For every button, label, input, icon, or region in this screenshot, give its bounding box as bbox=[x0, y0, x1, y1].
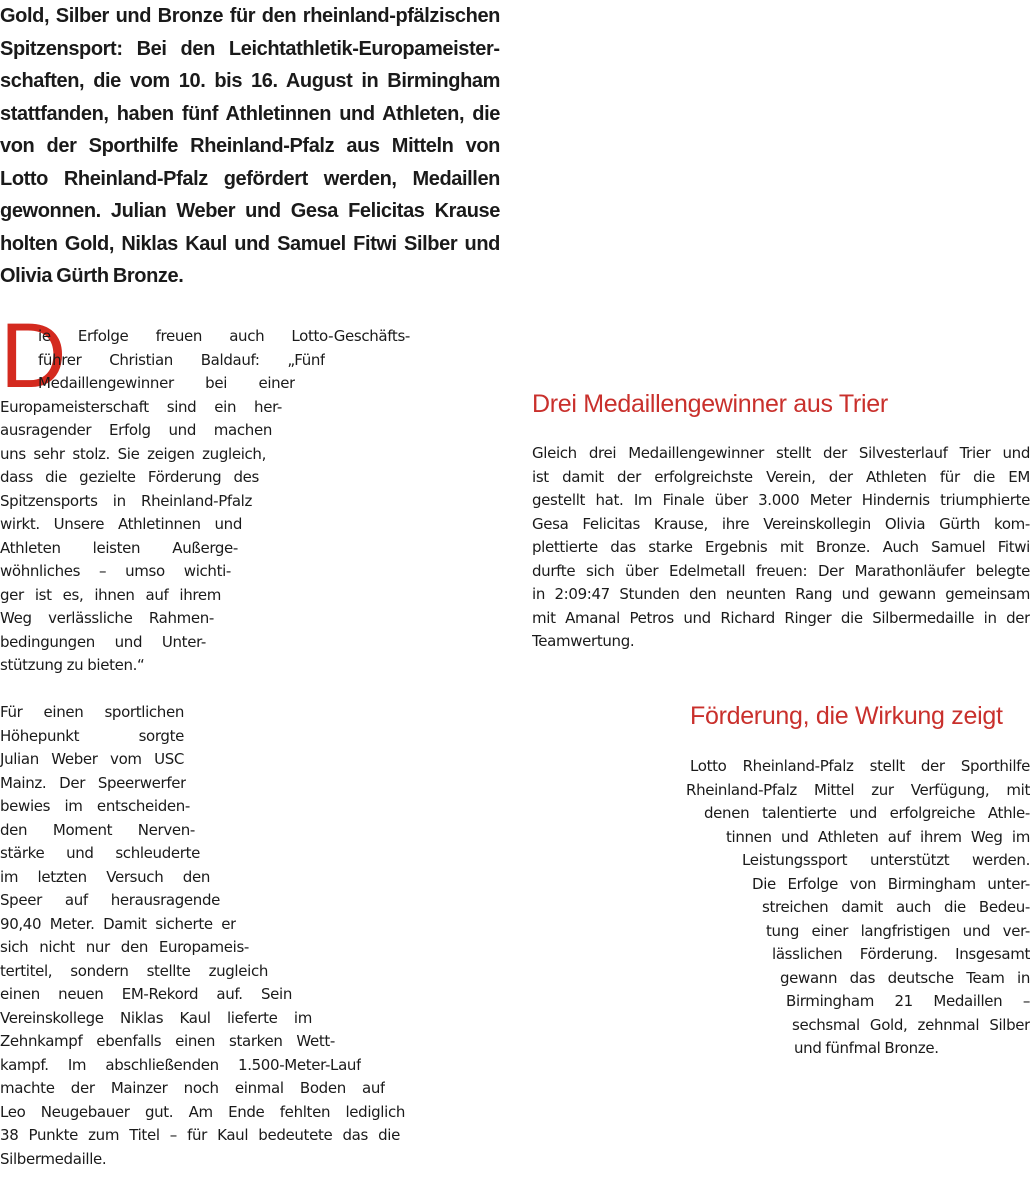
quote-line: ie Erfolge freuen auch Lotto-Geschäfts- bbox=[38, 327, 410, 345]
weber-line: Silbermedaille. bbox=[0, 1149, 107, 1168]
foerderung-line: gewann das deutsche Team in bbox=[780, 968, 1030, 987]
quote-line: Athleten leisten Außerge- bbox=[0, 538, 238, 557]
weber-line: Mainz. Der Speerwerfer bbox=[0, 773, 186, 792]
trier-line: Gesa Felicitas Krause, ihre Vereinskolle… bbox=[532, 514, 1030, 533]
weber-line: kampf. Im abschließenden 1.500-Meter-Lau… bbox=[0, 1055, 361, 1074]
weber-line: tertitel, sondern stellte zugleich bbox=[0, 961, 268, 980]
trier-line: durfte sich über Edelmetall freuen: Der … bbox=[532, 561, 1030, 580]
trier-line: mit Amanal Petros und Richard Ringer die… bbox=[532, 608, 1030, 627]
quote-line: stützung zu bieten.“ bbox=[0, 656, 145, 674]
weber-line: machte der Mainzer noch einmal Boden auf bbox=[0, 1079, 385, 1097]
foerderung-paragraph: Lotto Rheinland-Pfalz stellt der Sporthi… bbox=[680, 755, 1030, 1061]
trier-line: ist damit der erfolgreichste Verein, der… bbox=[532, 467, 1030, 486]
trier-line: gestellt hat. Im Finale über 3.000 Meter… bbox=[532, 491, 1030, 509]
foerderung-line: und fünfmal Bronze. bbox=[794, 1039, 939, 1057]
lead-paragraph: Gold, Silber und Bronze für den rheinlan… bbox=[0, 5, 500, 287]
quote-line: Europameisterschaft sind ein her- bbox=[0, 397, 282, 416]
weber-line: Leo Neugebauer gut. Am Ende fehlten ledi… bbox=[0, 1102, 405, 1121]
foerderung-line: streichen damit auch die Bedeu- bbox=[762, 898, 1030, 916]
quote-line: bedingungen und Unter- bbox=[0, 632, 206, 651]
weber-line: im letzten Versuch den bbox=[0, 867, 210, 886]
trier-line: Teamwertung. bbox=[532, 632, 635, 650]
weber-line: 38 Punkte zum Titel – für Kaul bedeutete… bbox=[0, 1126, 400, 1144]
foerderung-line: tinnen und Athleten auf ihrem Weg im bbox=[726, 827, 1030, 846]
quote-line: Spitzensports in Rheinland-Pfalz bbox=[0, 491, 252, 510]
foerderung-heading: Förderung, die Wirkung zeigt bbox=[690, 702, 1003, 730]
quote-line: uns sehr stolz. Sie zeigen zugleich, bbox=[0, 444, 266, 463]
foerderung-line: lässlichen Förderung. Insgesamt bbox=[772, 945, 1030, 963]
trier-heading: Drei Medaillengewinner aus Trier bbox=[532, 390, 888, 418]
foerderung-line: Rheinland-Pfalz Mittel zur Verfügung, mi… bbox=[686, 780, 1030, 799]
weber-line: den Moment Nerven- bbox=[0, 820, 195, 839]
weber-line: Höhepunkt sorgte bbox=[0, 726, 184, 745]
quote-line: dass die gezielte Förderung des bbox=[0, 468, 259, 486]
foerderung-line: denen talentierte und erfolgreiche Athle… bbox=[704, 804, 1030, 822]
quote-line: Medaillengewinner bei einer bbox=[38, 374, 295, 392]
trier-line: Gleich drei Medaillengewinner stellt der… bbox=[532, 444, 1030, 462]
foerderung-line: sechsmal Gold, zehnmal Silber bbox=[792, 1015, 1030, 1034]
weber-line: Für einen sportlichen bbox=[0, 703, 184, 721]
quote-line: Weg verlässliche Rahmen- bbox=[0, 609, 214, 627]
weber-line: einen neuen EM-Rekord auf. Sein bbox=[0, 985, 292, 1003]
weber-line: Julian Weber vom USC bbox=[0, 750, 184, 768]
weber-line: Zehnkampf ebenfalls einen starken Wett- bbox=[0, 1032, 335, 1050]
foerderung-line: Lotto Rheinland-Pfalz stellt der Sporthi… bbox=[690, 757, 1030, 775]
foerderung-line: Die Erfolge von Birmingham unter- bbox=[752, 874, 1030, 893]
quote-line: wöhnliches – umso wichti- bbox=[0, 562, 231, 580]
weber-line: bewies im entscheiden- bbox=[0, 797, 190, 815]
quote-line: wirkt. Unsere Athletinnen und bbox=[0, 515, 242, 533]
weber-line: stärke und schleuderte bbox=[0, 844, 200, 862]
quote-line: ausragender Erfolg und machen bbox=[0, 421, 272, 439]
foerderung-line: Leistungssport unterstützt werden. bbox=[742, 851, 1030, 869]
weber-line: 90,40 Meter. Damit sicherte er bbox=[0, 914, 236, 933]
foerderung-line: tung einer langfristigen und ver- bbox=[766, 921, 1030, 940]
trier-paragraph: Gleich drei Medaillengewinner stellt der… bbox=[532, 442, 1030, 654]
quote-paragraph: ie Erfolge freuen auch Lotto-Geschäfts- … bbox=[0, 325, 410, 1171]
trier-line: in 2:09:47 Stunden den neunten Rang und … bbox=[532, 585, 1030, 603]
quote-line: führer Christian Baldauf: „Fünf bbox=[38, 350, 325, 369]
weber-line: sich nicht nur den Europameis- bbox=[0, 938, 249, 956]
weber-line: Vereinskollege Niklas Kaul lieferte im bbox=[0, 1008, 312, 1027]
quote-line: ger ist es, ihnen auf ihrem bbox=[0, 585, 221, 604]
drop-cap: D bbox=[0, 305, 67, 407]
foerderung-line: Birmingham 21 Medaillen – bbox=[786, 992, 1030, 1010]
weber-line: Speer auf herausragende bbox=[0, 891, 220, 909]
trier-line: plettierte das starke Ergebnis mit Bronz… bbox=[532, 538, 1030, 556]
